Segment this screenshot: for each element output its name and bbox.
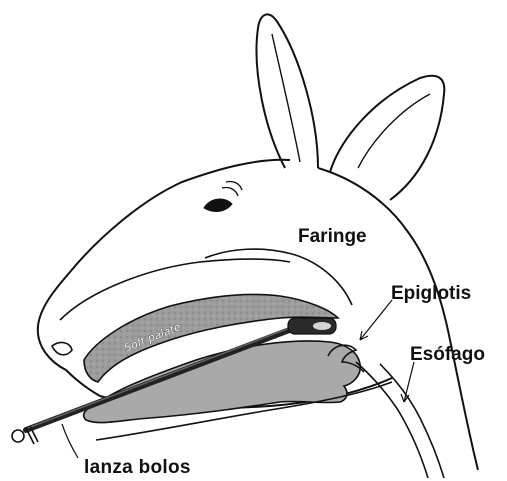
eyebrow xyxy=(222,181,242,196)
nostril xyxy=(52,343,72,355)
neck-outline xyxy=(318,168,478,470)
tube-handle-ring xyxy=(12,430,24,442)
esofago-label: Esófago xyxy=(410,345,485,364)
lanza-bolos-label: lanza bolos xyxy=(84,458,191,477)
lanza-bolos-leader xyxy=(62,424,78,458)
eye xyxy=(204,199,232,211)
faringe-label: Faringe xyxy=(298,227,367,246)
right-ear xyxy=(330,76,444,200)
left-ear xyxy=(257,14,318,168)
trachea xyxy=(356,362,428,478)
bolus-tube-tip-shine xyxy=(313,322,331,330)
epiglotis-label: Epiglotis xyxy=(391,284,471,303)
esophagus xyxy=(380,364,444,478)
epiglotis-leader xyxy=(360,300,392,340)
